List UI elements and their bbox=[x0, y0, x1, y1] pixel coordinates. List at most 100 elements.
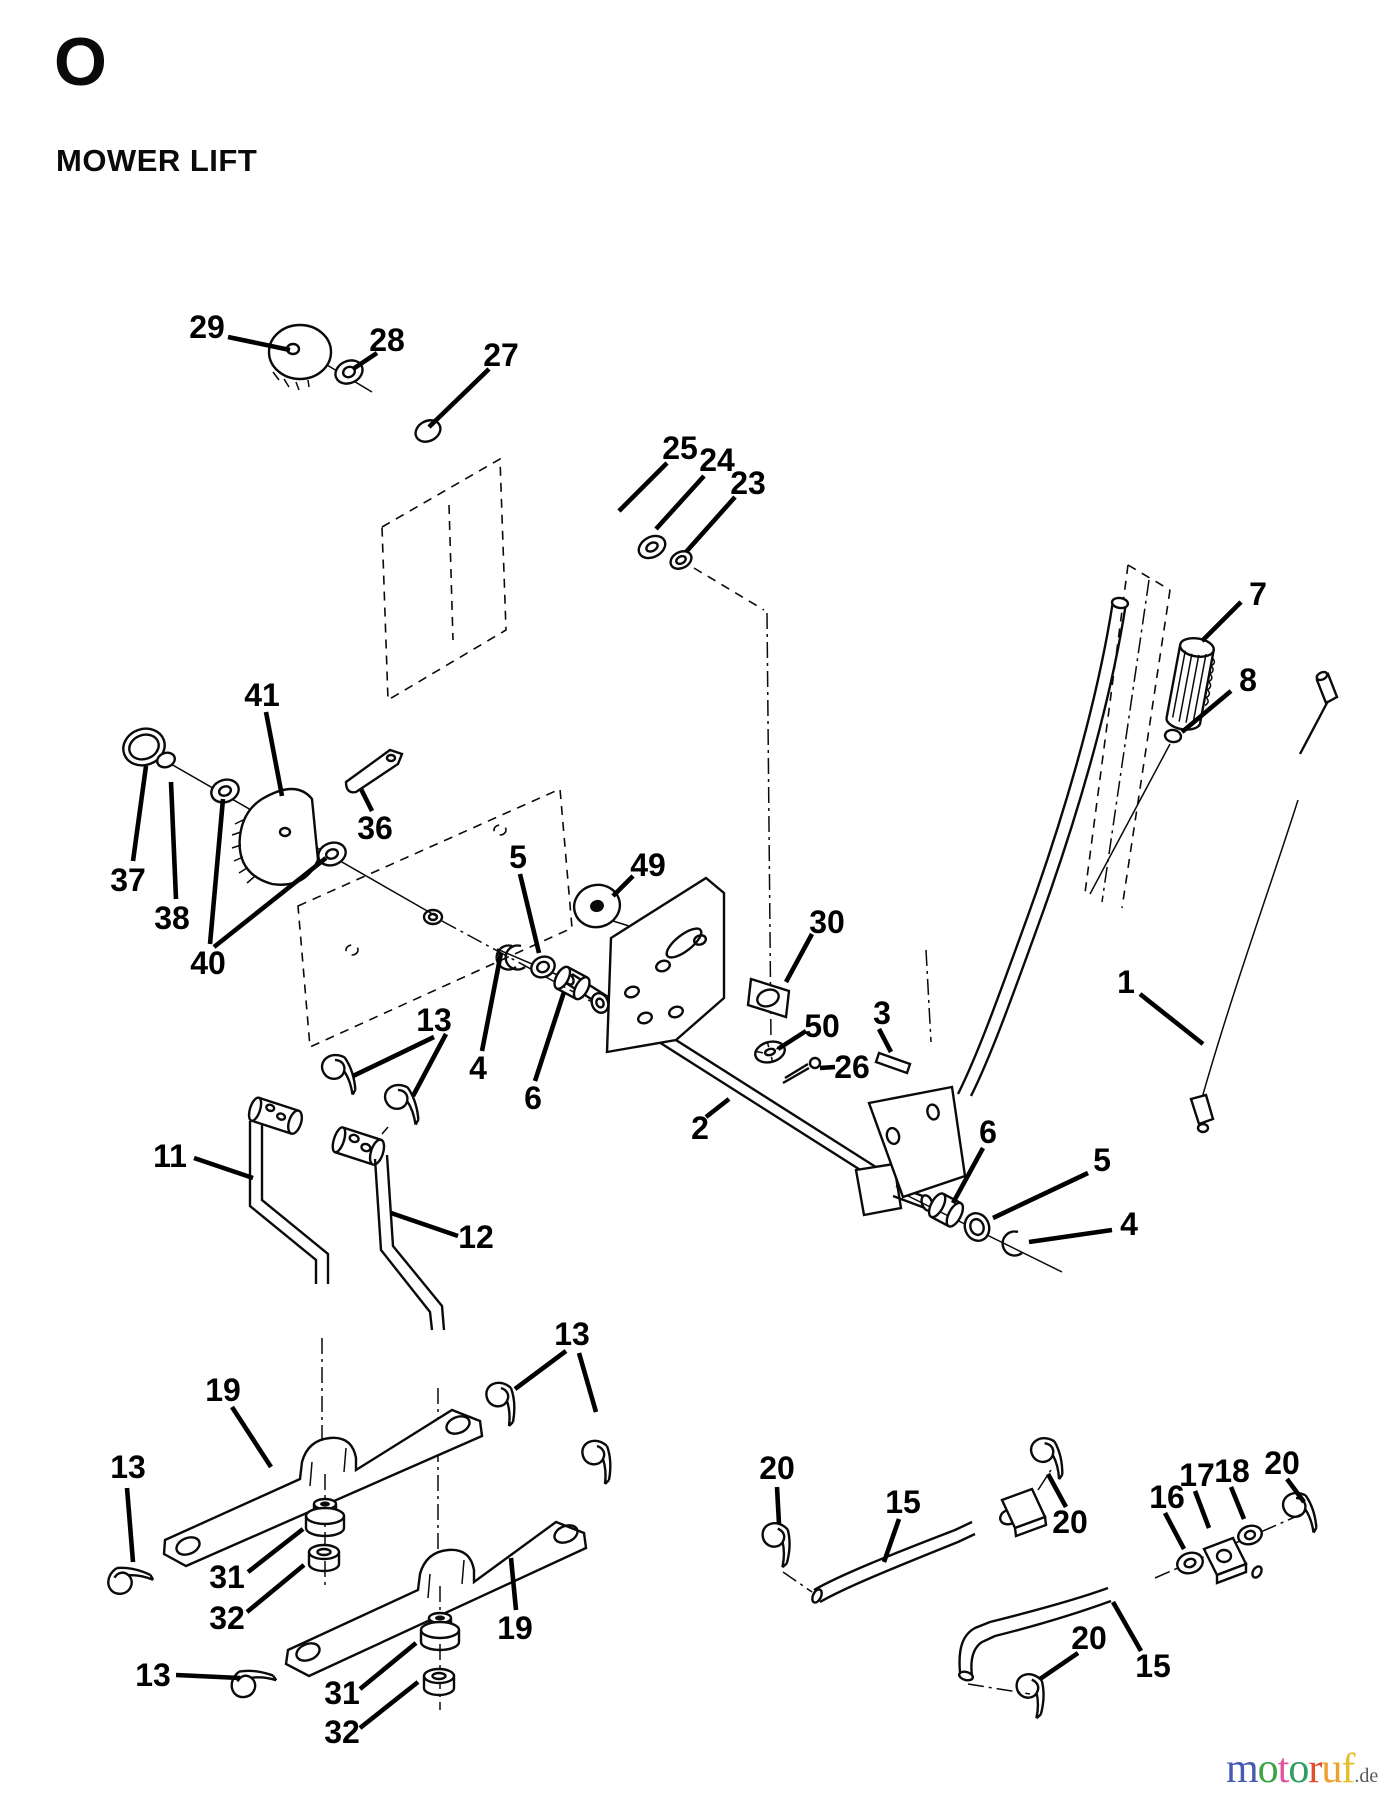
callout-16: 16 bbox=[1149, 1479, 1185, 1515]
callout-leader-5 bbox=[517, 873, 542, 954]
bushing-31-lower bbox=[419, 1611, 461, 1652]
callout-leader-13 bbox=[175, 1672, 241, 1681]
cam-41 bbox=[231, 787, 320, 886]
callout-50: 50 bbox=[804, 1008, 840, 1044]
bracket-36 bbox=[344, 748, 404, 794]
callout-leader-26 bbox=[819, 1064, 836, 1071]
bushing-6-right bbox=[927, 1192, 965, 1228]
bushing-31-upper bbox=[304, 1497, 346, 1538]
callout-leader-29 bbox=[227, 334, 291, 353]
spring-25 bbox=[603, 514, 637, 538]
lift-cable-1 bbox=[1189, 670, 1339, 1134]
callout-leader-20 bbox=[1285, 1477, 1306, 1504]
cap-37 bbox=[122, 727, 166, 767]
callout-20: 20 bbox=[759, 1450, 795, 1486]
lift-link-15-upper bbox=[782, 1469, 1052, 1604]
callout-31: 31 bbox=[209, 1559, 245, 1595]
nut-18 bbox=[1237, 1524, 1263, 1546]
lift-shaft-11 bbox=[247, 1096, 330, 1452]
trunnion-17 bbox=[1202, 1536, 1263, 1585]
washer-49 bbox=[572, 883, 622, 929]
callout-leader-20 bbox=[774, 1486, 782, 1525]
section-letter: O bbox=[54, 24, 107, 100]
callout-leader-4 bbox=[1028, 1227, 1113, 1245]
collar-27 bbox=[414, 419, 442, 443]
callout-49: 49 bbox=[630, 847, 666, 883]
page-title: MOWER LIFT bbox=[56, 143, 258, 178]
callout-leader-6 bbox=[532, 991, 567, 1082]
callout-leader-32 bbox=[358, 1680, 420, 1730]
callout-leader-20 bbox=[1045, 1472, 1069, 1509]
callout-leader-15 bbox=[1111, 1600, 1143, 1653]
callout-leader-20 bbox=[1038, 1651, 1080, 1681]
callout-25: 25 bbox=[662, 430, 698, 466]
brand-letter: r bbox=[1308, 1746, 1322, 1792]
clip-13 bbox=[581, 1439, 612, 1486]
callout-leader-12 bbox=[390, 1210, 459, 1239]
bolt-30 bbox=[746, 977, 791, 1019]
callout-leader-25 bbox=[617, 461, 669, 513]
shaft-end-left bbox=[504, 944, 610, 1014]
callout-leader-13 bbox=[576, 1352, 599, 1413]
callout-leader-40 bbox=[207, 798, 226, 945]
callout-27: 27 bbox=[483, 337, 519, 373]
callout-32: 32 bbox=[324, 1714, 360, 1750]
callout-4: 4 bbox=[1120, 1206, 1138, 1242]
callout-31: 31 bbox=[324, 1675, 360, 1711]
callout-15: 15 bbox=[1135, 1648, 1171, 1684]
callout-leader-32 bbox=[245, 1563, 306, 1614]
callout-leader-13 bbox=[352, 1034, 435, 1079]
callout-leader-27 bbox=[427, 367, 491, 429]
callout-28: 28 bbox=[369, 322, 405, 358]
callout-13: 13 bbox=[110, 1449, 146, 1485]
callout-leader-13 bbox=[513, 1349, 568, 1391]
brand-letter: m bbox=[1226, 1746, 1259, 1792]
callout-leader-7 bbox=[1200, 600, 1243, 643]
brand-logo-letters: motoruf bbox=[1226, 1746, 1355, 1792]
callout-3: 3 bbox=[873, 995, 891, 1031]
callout-7: 7 bbox=[1249, 576, 1267, 612]
callout-leader-3 bbox=[876, 1027, 894, 1054]
callout-38: 38 bbox=[154, 900, 190, 936]
washer-24 bbox=[637, 534, 667, 560]
callout-15: 15 bbox=[885, 1484, 921, 1520]
callout-6: 6 bbox=[979, 1114, 997, 1150]
callout-leader-28 bbox=[351, 351, 379, 371]
button-8 bbox=[1163, 728, 1183, 744]
axis-rod-to-bolt bbox=[766, 612, 772, 1041]
clip-13 bbox=[228, 1666, 279, 1704]
clip-4-right bbox=[1001, 1230, 1023, 1257]
callout-leader-49 bbox=[611, 874, 635, 898]
nut-32-lower bbox=[422, 1667, 456, 1697]
axis-washer-to-plate bbox=[612, 920, 669, 939]
callout-leader-23 bbox=[684, 495, 737, 554]
cotter-pin-26 bbox=[782, 1056, 822, 1085]
brand-letter: f bbox=[1341, 1746, 1355, 1792]
callout-leader-38 bbox=[168, 781, 179, 900]
washer-5-right bbox=[963, 1212, 991, 1242]
phantom-panel bbox=[381, 457, 507, 702]
callout-leader-16 bbox=[1162, 1511, 1187, 1551]
adjuster-block-upper bbox=[999, 1487, 1048, 1538]
callout-13: 13 bbox=[135, 1657, 171, 1693]
pin-3 bbox=[874, 1051, 912, 1075]
axis-pin bbox=[925, 949, 932, 1043]
callout-20: 20 bbox=[1264, 1445, 1300, 1481]
lift-handle bbox=[867, 596, 1216, 1199]
lift-shaft-12 bbox=[331, 1126, 446, 1558]
bolt-38 bbox=[156, 751, 176, 769]
callout-leader-4 bbox=[479, 952, 504, 1052]
phantom-handle-position bbox=[1084, 564, 1171, 909]
clip-13 bbox=[318, 1050, 359, 1102]
nut-23 bbox=[669, 550, 693, 570]
lift-link-15-lower bbox=[957, 1513, 1303, 1695]
callout-41: 41 bbox=[244, 677, 280, 713]
callout-17: 17 bbox=[1179, 1457, 1215, 1493]
callout-leader-31 bbox=[358, 1641, 418, 1691]
clip-4-left bbox=[495, 944, 517, 971]
washer-40a bbox=[210, 778, 240, 804]
callout-leader-40 bbox=[212, 856, 328, 949]
callout-leader-30 bbox=[783, 932, 815, 984]
